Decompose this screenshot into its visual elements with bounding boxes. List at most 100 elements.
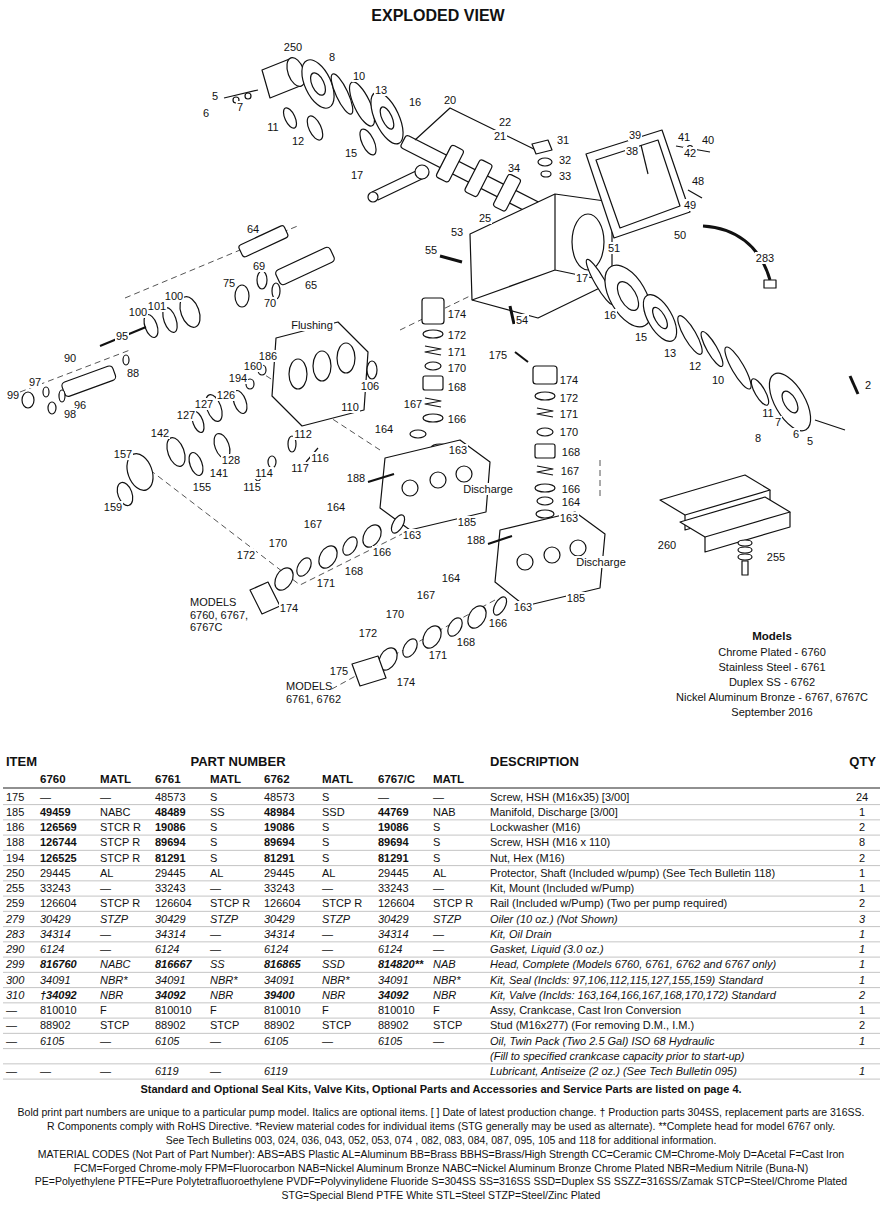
table-header: PART NUMBER <box>190 755 285 770</box>
part-outline <box>535 484 555 492</box>
callout-number: 128 <box>221 454 241 467</box>
part-outline <box>596 140 680 228</box>
callout-number: 95 <box>115 330 129 343</box>
callout-number: Flushing <box>290 319 334 332</box>
table-cell: STZP <box>210 913 238 926</box>
table-cell: 194 <box>6 852 24 865</box>
table-cell: NBR* <box>210 974 238 987</box>
table-cell: — <box>322 928 333 941</box>
callout-number: 38 <box>625 145 639 158</box>
table-cell: Lockwasher (M16) <box>490 821 580 834</box>
footer-note: R Components comply with RoHS Directive.… <box>47 1120 835 1132</box>
table-cell: Kit, Valve (Inclds: 163,164,166,167,168,… <box>490 989 776 1002</box>
table-header: ITEM <box>6 755 37 770</box>
callout-number: 8 <box>754 432 762 445</box>
callout-number: 106 <box>360 380 380 393</box>
part-outline <box>430 472 446 488</box>
table-cell: STCP R <box>100 897 140 910</box>
table-cell: 2 <box>859 1019 865 1032</box>
table-cell: 1 <box>859 1004 865 1017</box>
callout-number: 5 <box>806 435 814 448</box>
table-cell: 279 <box>6 913 24 926</box>
callout-number: 163 <box>513 601 533 614</box>
table-cell: — <box>6 1004 17 1017</box>
table-cell: 810010 <box>155 1004 192 1017</box>
callout-number: 40 <box>701 134 715 147</box>
table-cell: NBR <box>322 989 345 1002</box>
table-cell: 6119 <box>264 1065 288 1078</box>
table-cell: †34092 <box>40 989 77 1002</box>
table-cell: Gasket, Liquid (3.0 oz.) <box>490 943 604 956</box>
table-cell: 175 <box>6 791 24 804</box>
table-cell: — <box>322 943 333 956</box>
callout-number: 5 <box>211 90 219 103</box>
callout-number: 127 <box>176 409 196 422</box>
table-cell: 89694 <box>378 836 409 849</box>
table-cell: 6105 <box>378 1035 402 1048</box>
callout-number: 250 <box>283 41 303 54</box>
table-cell: 34091 <box>155 974 186 987</box>
callout-number: 164 <box>441 572 461 585</box>
table-cell: Protector, Shaft (Included w/pump) (See … <box>490 867 775 880</box>
table-cell: AL <box>100 867 113 880</box>
table-cell: — <box>40 1065 51 1078</box>
table-cell: 8 <box>859 836 865 849</box>
callout-number: 51 <box>607 242 621 255</box>
table-cell: — <box>100 882 111 895</box>
part-outline <box>415 108 540 152</box>
table-cell: S <box>322 821 329 834</box>
callout-number: 10 <box>711 374 725 387</box>
table-cell: F <box>433 1004 440 1017</box>
table-cell: 29445 <box>264 867 295 880</box>
table-cell: 6124 <box>264 943 288 956</box>
callout-number: 141 <box>209 467 229 480</box>
callout-number: 168 <box>344 565 364 578</box>
callout-number: 163 <box>402 529 422 542</box>
callout-number: 188 <box>466 534 486 547</box>
part-outline <box>440 256 462 262</box>
part-outline <box>368 474 394 482</box>
table-header: 6761 <box>155 773 181 786</box>
table-cell: 48489 <box>155 806 186 819</box>
table-cell: 34092 <box>378 989 409 1002</box>
part-outline <box>100 327 146 346</box>
table-cell: 88902 <box>40 1019 71 1032</box>
callout-number: 41 <box>677 131 691 144</box>
table-cell: 126569 <box>40 821 77 834</box>
table-cell: Kit, Mount (Included w/Pump) <box>490 882 634 895</box>
table-cell: 1 <box>859 958 865 971</box>
part-outline <box>510 306 514 324</box>
table-rule <box>3 926 880 927</box>
table-cell: — <box>100 928 111 941</box>
table-cell: STCP R <box>210 897 250 910</box>
callout-number: 171 <box>316 577 336 590</box>
part-outline <box>491 595 510 617</box>
table-cell: — <box>100 791 111 804</box>
pump-parts <box>22 55 858 686</box>
callout-number: 11 <box>266 121 279 134</box>
table-cell: STZP <box>100 913 128 926</box>
table-cell: 48573 <box>264 791 295 804</box>
part-outline <box>250 582 280 614</box>
callout-number: Discharge <box>462 483 514 496</box>
table-header: 6760 <box>40 773 66 786</box>
callout-number: 175 <box>488 349 508 362</box>
part-outline <box>304 114 326 143</box>
table-cell: NAB <box>433 806 456 819</box>
part-outline <box>423 376 443 390</box>
table-cell: NBR* <box>433 974 461 987</box>
part-outline <box>570 540 586 556</box>
part-outline <box>235 285 249 307</box>
table-cell: 1 <box>859 974 865 987</box>
table-cell: Oiler (10 oz.) (Not Shown) <box>490 913 618 926</box>
table-cell: S <box>433 836 440 849</box>
table-cell: Rail (Included w/Pump) (Two per pump req… <box>490 897 727 910</box>
model-legend-line: Duplex SS - 6762 <box>729 676 815 689</box>
table-cell: 1 <box>859 806 865 819</box>
table-cell: 2 <box>859 989 865 1002</box>
part-outline <box>272 322 368 426</box>
table-cell: — <box>100 1065 111 1078</box>
table-cell: 30429 <box>378 913 409 926</box>
table-cell: AL <box>322 867 335 880</box>
callout-number: 97 <box>28 376 42 389</box>
